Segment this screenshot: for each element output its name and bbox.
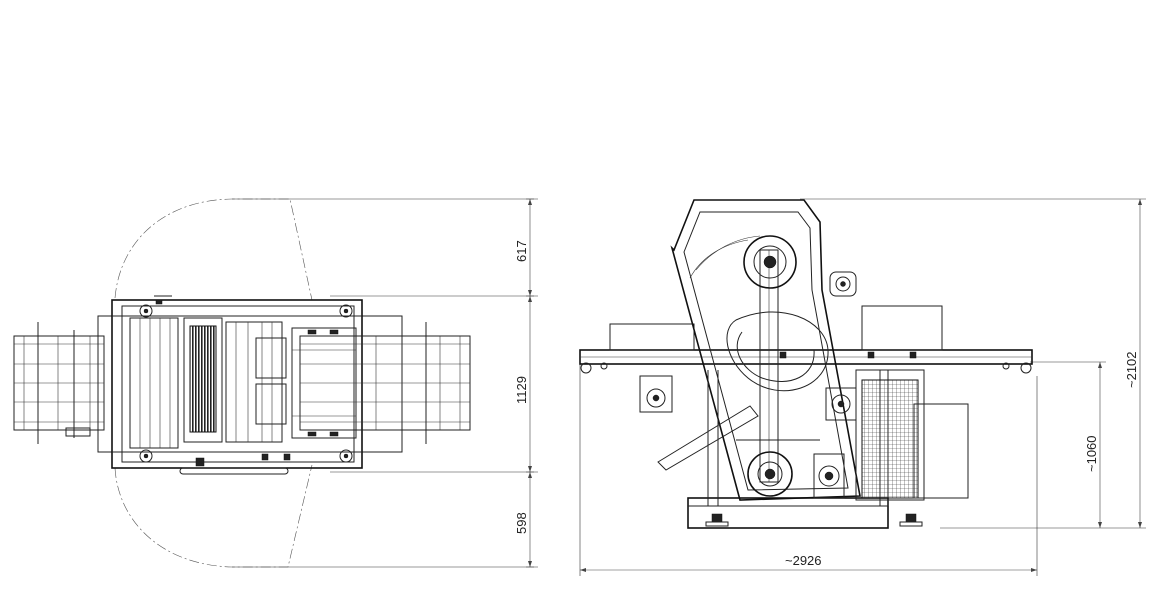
dim-machine-width: 1129 <box>514 376 529 404</box>
dim-total-length: ~2926 <box>785 553 822 568</box>
dim-table-height: ~1060 <box>1084 435 1099 472</box>
side-view-dimensions: ~2102 ~1060 ~2926 <box>580 199 1142 572</box>
top-view <box>13 198 538 568</box>
saw-housing <box>670 199 861 501</box>
dim-top-clearance: 617 <box>514 240 529 262</box>
lower-wheel <box>747 451 793 497</box>
side-view <box>579 198 1146 576</box>
mesh-guard <box>861 379 919 499</box>
roller-stack <box>189 325 217 433</box>
door-swing-arc-bottom <box>114 464 313 568</box>
dim-total-height: ~2102 <box>1124 351 1139 388</box>
dim-bottom-clearance: 598 <box>514 512 529 534</box>
door-swing-arc-top <box>114 198 313 301</box>
upper-wheel <box>743 235 797 289</box>
top-view-dimensions: 617 1129 598 <box>514 198 534 568</box>
